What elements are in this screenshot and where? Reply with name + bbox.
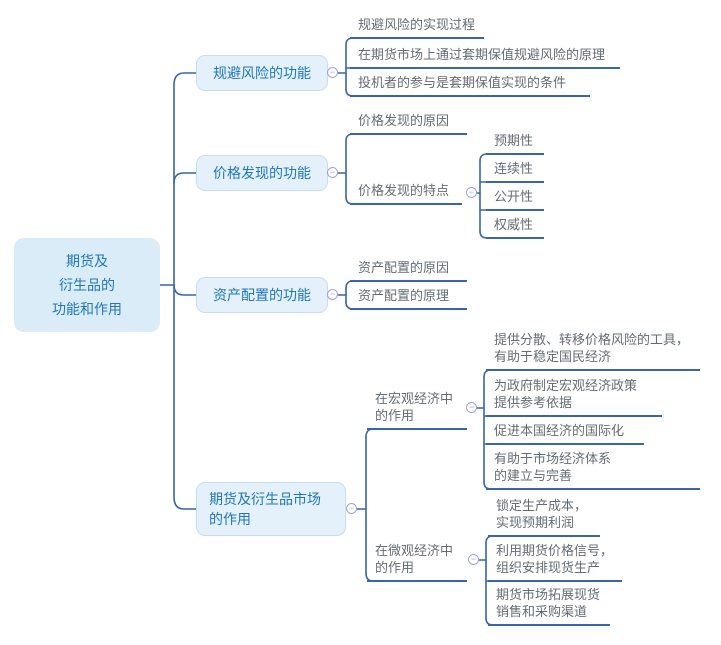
node-internationalization[interactable]: 促进本国经济的国际化 (486, 422, 644, 445)
connector-branch2 (173, 172, 197, 184)
collapse-icon[interactable]: − (466, 187, 477, 198)
node-price-discovery-reason[interactable]: 价格发现的原因 (350, 112, 467, 135)
connector-trunk-up (173, 72, 197, 286)
branch-node-risk-avoidance[interactable]: 规避风险的功能 (196, 55, 328, 91)
node-price-signal[interactable]: 利用期货价格信号， 组织安排现货生产 (488, 542, 622, 582)
node-feature-authority[interactable]: 权威性 (486, 216, 544, 239)
node-micro-economy-role[interactable]: 在微观经济中 的作用 (367, 542, 467, 582)
node-feature-continuity[interactable]: 连续性 (486, 160, 544, 183)
connector-branch3 (173, 284, 197, 296)
collapse-icon[interactable]: − (327, 167, 338, 178)
collapse-icon[interactable]: − (327, 289, 338, 300)
node-market-system[interactable]: 有助于市场经济体系 的建立与完善 (486, 450, 700, 490)
node-feature-anticipation[interactable]: 预期性 (486, 132, 544, 155)
connector-trunk-down (173, 284, 197, 510)
node-asset-allocation-reason[interactable]: 资产配置的原因 (350, 259, 467, 282)
node-policy-reference[interactable]: 为政府制定宏观经济政策 提供参考依据 (486, 377, 662, 417)
node-lock-cost[interactable]: 锁定生产成本， 实现预期利润 (488, 497, 600, 537)
branch-node-asset-allocation[interactable]: 资产配置的功能 (196, 277, 328, 313)
collapse-icon[interactable]: − (346, 503, 357, 514)
collapse-icon[interactable]: − (466, 402, 477, 413)
node-speculator-condition[interactable]: 投机者的参与是套期保值实现的条件 (350, 74, 590, 97)
collapse-icon[interactable]: − (327, 67, 338, 78)
node-risk-avoidance-process[interactable]: 规避风险的实现过程 (350, 16, 484, 39)
node-hedging-principle[interactable]: 在期货市场上通过套期保值规避风险的原理 (350, 46, 620, 69)
node-asset-allocation-principle[interactable]: 资产配置的原理 (350, 287, 467, 310)
root-node[interactable]: 期货及 衍生品的 功能和作用 (14, 238, 160, 332)
node-price-discovery-features[interactable]: 价格发现的特点 (350, 182, 462, 205)
collapse-icon[interactable]: − (468, 554, 479, 565)
node-feature-openness[interactable]: 公开性 (486, 188, 544, 211)
branch-node-market-role[interactable]: 期货及衍生品市场 的作用 (196, 482, 346, 536)
node-risk-transfer-tool[interactable]: 提供分散、转移价格风险的工具， 有助于稳定国民经济 (486, 331, 700, 371)
node-expand-channels[interactable]: 期货市场拓展现货 销售和采购渠道 (488, 586, 610, 626)
node-macro-economy-role[interactable]: 在宏观经济中 的作用 (367, 390, 467, 430)
branch-node-price-discovery[interactable]: 价格发现的功能 (196, 155, 328, 191)
